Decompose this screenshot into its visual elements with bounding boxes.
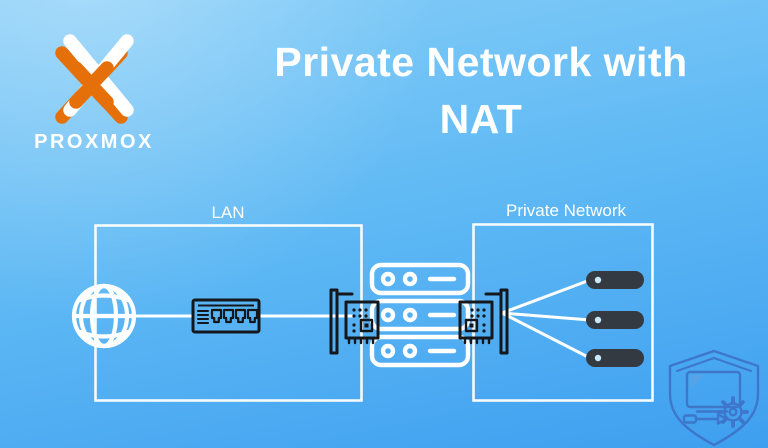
vm-pill-1-dot: [594, 276, 602, 284]
proxmox-wordmark: PROXMOX: [34, 131, 154, 153]
proxmox-logo-orange-over: [69, 61, 114, 109]
private-zone-label: Private Network: [506, 201, 626, 220]
link-nic-vm1: [500, 278, 592, 315]
shield-tools-icon: [668, 349, 760, 447]
shield-outline: [668, 349, 760, 447]
vm-pill-1: [586, 271, 644, 289]
monitor-icon: [685, 370, 742, 409]
screwdriver-icon: [682, 413, 729, 425]
connection-lines: [132, 278, 592, 360]
vm-pill-3-dot: [594, 354, 602, 362]
network-switch-icon: [191, 298, 261, 334]
page-title: Private Network with NAT: [205, 34, 757, 148]
monitor-corner-fold: [690, 375, 704, 389]
page-title-line1: Private Network with: [274, 39, 688, 85]
link-nic-vm3: [500, 311, 592, 360]
private-zone-box: [472, 223, 654, 402]
page-title-line2: NAT: [439, 96, 523, 142]
vm-list: [586, 271, 644, 367]
vm-pill-3: [586, 349, 644, 367]
vm-pill-2-dot: [594, 316, 602, 324]
proxmox-logo: PROXMOX: [34, 34, 154, 153]
internet-globe-icon: [71, 283, 137, 349]
vm-pill-2: [586, 311, 644, 329]
link-nic-vm2: [500, 311, 592, 322]
shield-inner-line: [676, 357, 752, 372]
lan-zone-label: LAN: [211, 203, 244, 222]
server-stack-icon: [369, 262, 471, 368]
lan-zone-box: [94, 224, 363, 402]
